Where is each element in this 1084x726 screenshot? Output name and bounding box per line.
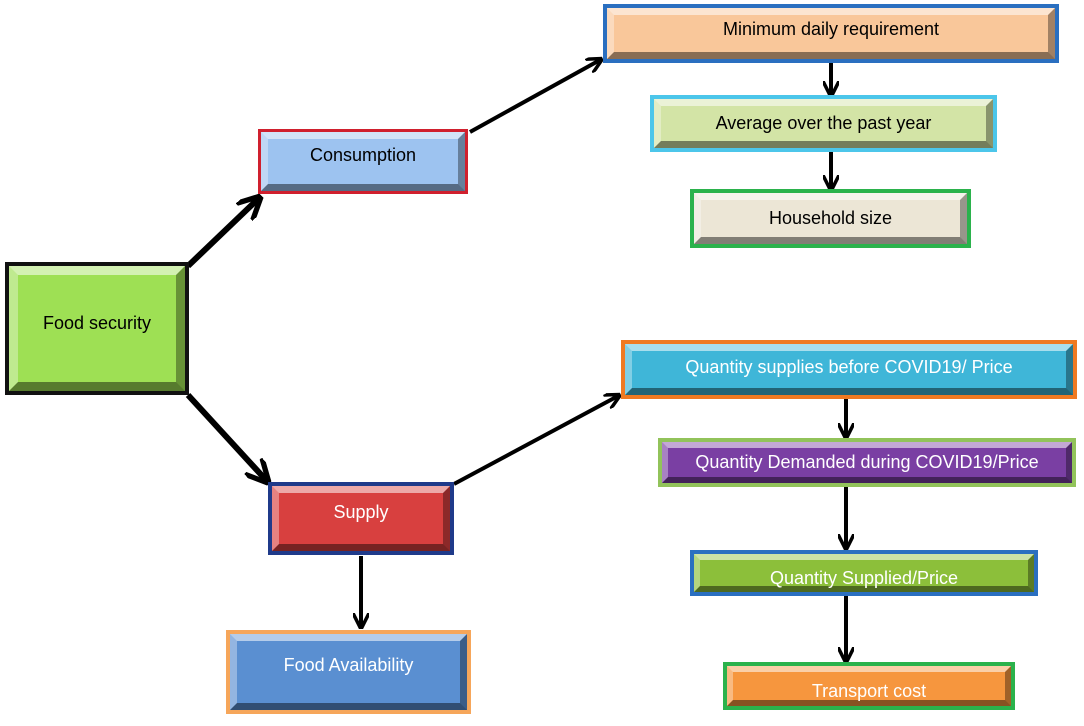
quantity-supplied-label: Quantity Supplied/Price: [769, 568, 959, 588]
arrow-consumption-to-minimum-daily: [469, 60, 600, 134]
food-availability-label: Food Availability: [283, 655, 414, 675]
consumption-label: Consumption: [309, 145, 417, 165]
quantity-supplied-node: Quantity Supplied/Price: [690, 550, 1038, 596]
quantity-supplies-before-label: Quantity supplies before COVID19/ Price: [685, 357, 1013, 377]
supply-node: Supply: [268, 482, 454, 555]
transport-cost-node: Transport cost: [723, 662, 1015, 710]
average-over-past-year-label: Average over the past year: [715, 113, 932, 133]
arrow-food-security-to-consumption: [185, 199, 258, 269]
food-availability-node: Food Availability: [226, 630, 471, 714]
food-security-label: Food security: [42, 313, 152, 333]
average-over-past-year-node: Average over the past year: [650, 95, 997, 152]
household-size-label: Household size: [768, 208, 893, 228]
consumption-node: Consumption: [258, 129, 468, 194]
arrow-food-security-to-supply: [185, 392, 266, 480]
household-size-node: Household size: [690, 189, 971, 248]
quantity-supplies-before-node: Quantity supplies before COVID19/ Price: [621, 340, 1077, 399]
minimum-daily-requirement-label: Minimum daily requirement: [722, 19, 940, 39]
supply-label: Supply: [333, 502, 389, 522]
quantity-demanded-node: Quantity Demanded during COVID19/Price: [658, 438, 1076, 487]
arrow-supply-to-quantity-before: [453, 396, 618, 486]
transport-cost-label: Transport cost: [811, 681, 927, 701]
food-security-node: Food security: [5, 262, 189, 395]
minimum-daily-requirement-node: Minimum daily requirement: [603, 4, 1059, 63]
quantity-demanded-label: Quantity Demanded during COVID19/Price: [695, 452, 1039, 472]
